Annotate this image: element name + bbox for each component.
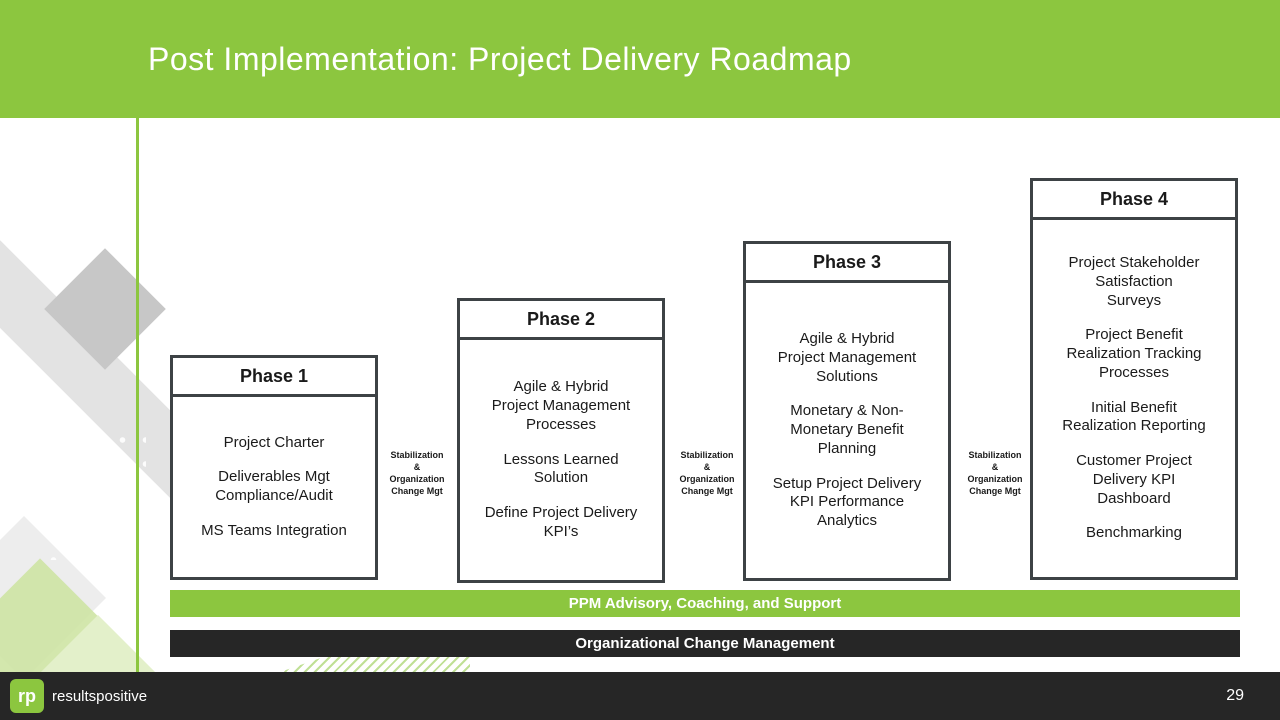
phase-item: Setup Project Delivery KPI Performance A… <box>772 474 922 530</box>
phase-item: Benchmarking <box>1086 524 1182 542</box>
phase-item: Agile & Hybrid Project Management Soluti… <box>777 330 917 385</box>
phase-item: Agile & Hybrid Project Management Proces… <box>491 378 631 433</box>
phase-4-title: Phase 4 <box>1030 178 1238 220</box>
slide-footer: rp resultspositive 29 <box>0 672 1280 720</box>
brand-name: resultspositive <box>52 687 148 705</box>
phase-item: Lessons Learned Solution <box>503 450 619 487</box>
phase-4-body: Project Stakeholder Satisfaction Surveys… <box>1030 217 1238 580</box>
phase-1-title: Phase 1 <box>170 355 378 397</box>
page-number: 29 <box>1226 687 1244 704</box>
phase-item: Deliverables Mgt Compliance/Audit <box>215 468 333 504</box>
phase-item: Customer Project Delivery KPI Dashboard <box>1076 452 1192 507</box>
phase-item: Project Benefit Realization Tracking Pro… <box>1066 326 1202 381</box>
phase-3-box: Phase 3 Agile & Hybrid Project Managemen… <box>743 241 951 581</box>
accent-vertical-line <box>136 118 139 674</box>
phase-3-body: Agile & Hybrid Project Management Soluti… <box>743 280 951 581</box>
phase-item: Project Stakeholder Satisfaction Surveys <box>1068 254 1200 309</box>
org-change-management-bar: Organizational Change Management <box>170 630 1240 657</box>
phase-2-body: Agile & Hybrid Project Management Proces… <box>457 337 665 583</box>
phase-4-box: Phase 4 Project Stakeholder Satisfaction… <box>1030 178 1238 580</box>
phase-item: Define Project Delivery KPI’s <box>484 504 638 540</box>
page-title: Post Implementation: Project Delivery Ro… <box>148 40 852 77</box>
phase-2-box: Phase 2 Agile & Hybrid Project Managemen… <box>457 298 665 583</box>
ppm-advisory-bar: PPM Advisory, Coaching, and Support <box>170 590 1240 617</box>
phase-2-title: Phase 2 <box>457 298 665 340</box>
phase-item: MS Teams Integration <box>201 521 347 539</box>
stabilization-label: Stabilization & Organization Change Mgt <box>967 450 1023 497</box>
phase-3-title: Phase 3 <box>743 241 951 283</box>
slide-header: Post Implementation: Project Delivery Ro… <box>0 0 1280 118</box>
phase-item: Project Charter <box>223 433 325 451</box>
phase-1-box: Phase 1 Project Charter Deliverables Mgt… <box>170 355 378 580</box>
stabilization-label: Stabilization & Organization Change Mgt <box>679 450 735 497</box>
stabilization-label: Stabilization & Organization Change Mgt <box>389 450 445 497</box>
phase-item: Monetary & Non- Monetary Benefit Plannin… <box>790 402 904 457</box>
resultspositive-logo-icon: rp <box>10 679 44 713</box>
decor-dot-grid <box>42 428 146 560</box>
phase-item: Initial Benefit Realization Reporting <box>1062 398 1206 435</box>
phase-1-body: Project Charter Deliverables Mgt Complia… <box>170 394 378 580</box>
